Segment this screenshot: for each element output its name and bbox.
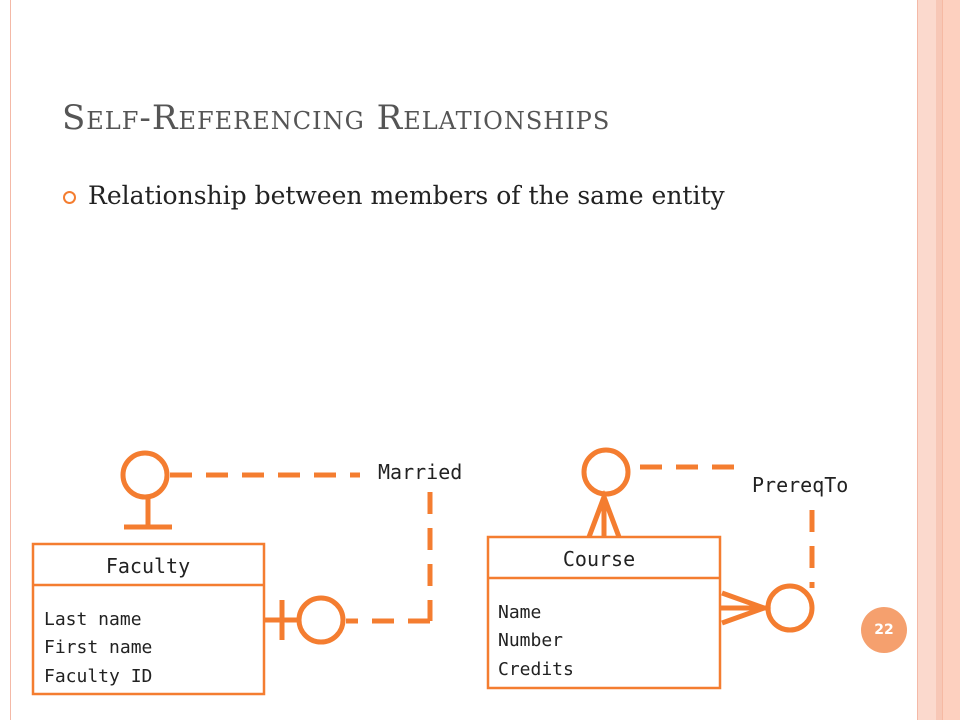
many-crowfoot-symbol <box>586 489 622 538</box>
entity-name: Course <box>563 547 635 571</box>
relationship-married: Married <box>120 450 462 645</box>
relationship-label: Married <box>378 460 462 484</box>
attribute-label: Number <box>498 630 563 651</box>
slide-frame <box>10 0 918 720</box>
attribute-label: First name <box>44 637 152 658</box>
entity-box <box>486 535 722 690</box>
page-number-badge: 22 <box>861 607 907 653</box>
optional-circle-symbol <box>765 583 815 633</box>
attribute-label: Faculty ID <box>44 666 152 687</box>
attribute-label: Name <box>498 602 541 623</box>
slide-title: Self-Referencing Relationships <box>62 98 611 138</box>
entity-faculty[interactable]: Faculty Last name First name Faculty ID <box>31 542 266 696</box>
attribute-label: Credits <box>498 659 574 680</box>
bullet-icon <box>63 191 76 204</box>
entity-box <box>31 542 266 696</box>
relationship-label: PrereqTo <box>752 473 848 497</box>
optional-circle-symbol <box>296 595 346 645</box>
entity-name: Faculty <box>106 554 190 578</box>
decorative-band <box>936 0 942 720</box>
optional-circle-symbol <box>581 447 631 497</box>
attribute-label: Last name <box>44 609 142 630</box>
relationship-prereqto: PrereqTo <box>581 447 848 633</box>
optional-circle-symbol <box>120 450 170 500</box>
entity-course[interactable]: Course Name Number Credits <box>486 535 722 690</box>
decorative-band <box>918 0 936 720</box>
decorative-band <box>942 0 960 720</box>
many-crowfoot-symbol <box>721 590 772 626</box>
bullet-text: Relationship between members of the same… <box>88 181 725 210</box>
